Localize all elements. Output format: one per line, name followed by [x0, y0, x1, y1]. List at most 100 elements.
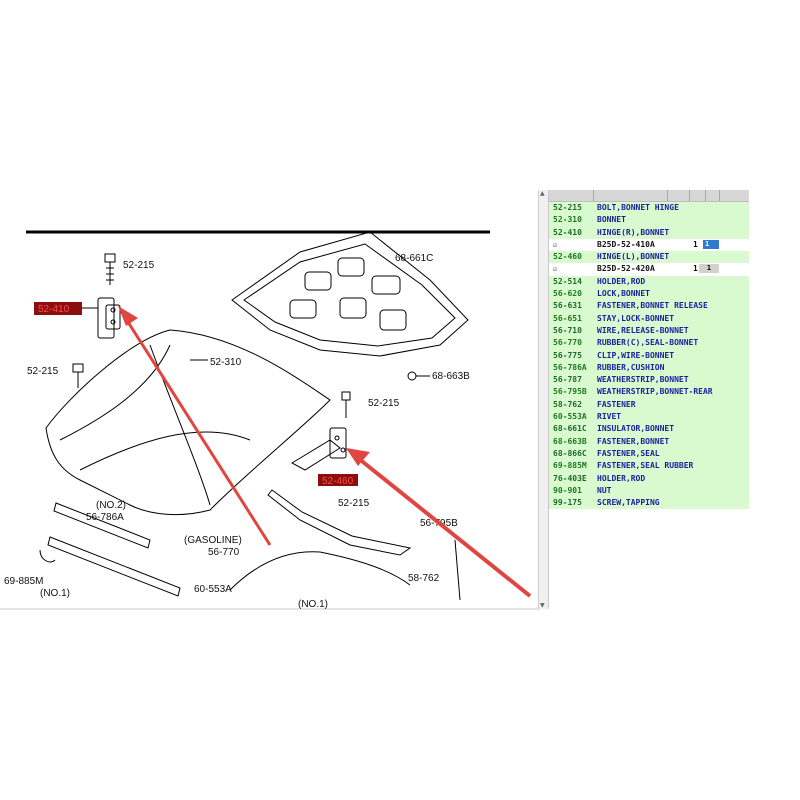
- callout-52-215-lower: 52-215: [338, 498, 370, 509]
- parts-row[interactable]: 60-553A RIVET: [549, 411, 749, 424]
- part-quantity: 1: [693, 239, 698, 249]
- parts-list-header: [549, 190, 749, 202]
- part-description: WEATHERSTRIP,BONNET: [597, 375, 689, 385]
- part-description: INSULATOR,BONNET: [597, 424, 675, 434]
- callout-52-460: 52-460: [322, 476, 354, 487]
- part-description: HINGE(L),BONNET: [597, 252, 670, 262]
- part-code: 60-553A: [553, 412, 587, 422]
- parts-list-scrollbar[interactable]: ▲ ▼: [538, 190, 549, 609]
- parts-row[interactable]: 68-661C INSULATOR,BONNET: [549, 423, 749, 436]
- callout-52-410-highlight: [34, 302, 82, 315]
- parts-row[interactable]: 69-885M FASTENER,SEAL RUBBER: [549, 460, 749, 473]
- part-code: 56-770: [553, 338, 582, 348]
- weatherstrip-rear: [229, 489, 461, 601]
- scroll-down-icon[interactable]: ▼: [540, 602, 545, 609]
- part-description: LOCK,BONNET: [597, 289, 650, 299]
- part-code: 68-663B: [553, 436, 587, 446]
- part-code: 90-901: [553, 485, 582, 495]
- callouts: 52-215 52-410 52-215 52-310 68-661C 68-6…: [4, 253, 470, 610]
- part-description: FASTENER: [597, 399, 636, 409]
- hinge-left: [290, 391, 351, 471]
- callout-52-215-top: 52-215: [123, 260, 155, 271]
- part-code: 68-661C: [553, 424, 587, 434]
- parts-row[interactable]: 56-795B WEATHERSTRIP,BONNET-REAR: [549, 386, 749, 399]
- parts-row[interactable]: 68-663B FASTENER,BONNET: [549, 435, 749, 448]
- parts-row[interactable]: 52-514 HOLDER,ROD: [549, 275, 749, 289]
- parts-row[interactable]: 76-403E HOLDER,ROD: [549, 472, 749, 485]
- callout-52-460-highlight: [318, 474, 358, 486]
- callout-no1b: (NO.1): [298, 599, 328, 610]
- callout-60-553A: 60-553A: [194, 584, 232, 595]
- callout-no2: (NO.2): [96, 500, 126, 511]
- part-description: NUT: [597, 485, 612, 495]
- part-description: FASTENER,SEAL RUBBER: [597, 461, 694, 471]
- part-code: 76-403E: [553, 473, 587, 483]
- part-description: WEATHERSTRIP,BONNET-REAR: [597, 387, 713, 397]
- part-number: B25D-52-420A: [597, 264, 655, 274]
- part-code: 52-215: [553, 203, 582, 212]
- part-code: 56-620: [553, 289, 582, 299]
- parts-row[interactable]: 56-710 WIRE,RELEASE-BONNET: [549, 324, 749, 338]
- part-description: CLIP,WIRE-BONNET: [597, 350, 675, 360]
- part-code: 52-310: [553, 215, 582, 225]
- part-description: RUBBER(C),SEAL-BONNET: [597, 338, 699, 348]
- insulator-pad: [231, 231, 469, 381]
- callout-52-215-right: 52-215: [368, 398, 400, 409]
- select-checkbox[interactable]: ☑: [553, 240, 558, 249]
- part-code: 56-795B: [553, 387, 587, 397]
- part-code: 56-775: [553, 350, 582, 360]
- part-code: 52-460: [553, 252, 582, 262]
- part-description: RIVET: [597, 412, 622, 422]
- part-description: BONNET: [597, 215, 626, 225]
- callout-68-663B: 68-663B: [432, 371, 470, 382]
- bonnet-panel: [45, 329, 331, 516]
- part-description: BOLT,BONNET HINGE: [597, 203, 679, 212]
- part-description: HOLDER,ROD: [597, 473, 646, 483]
- parts-row[interactable]: 56-620 LOCK,BONNET: [549, 288, 749, 301]
- parts-row[interactable]: 52-460 HINGE(L),BONNET: [549, 251, 749, 264]
- order-quantity-field[interactable]: 1: [703, 239, 719, 249]
- bolt-left: [72, 363, 84, 388]
- part-code: 56-786A: [553, 362, 587, 372]
- scroll-up-icon[interactable]: ▲: [540, 190, 545, 197]
- part-description: SCREW,TAPPING: [597, 498, 660, 508]
- order-quantity-field[interactable]: 1: [699, 264, 719, 274]
- parts-row[interactable]: 56-786A RUBBER,CUSHION: [549, 361, 749, 375]
- hinge-right: [97, 297, 121, 339]
- callout-52-215-left: 52-215: [27, 366, 59, 377]
- part-description: FASTENER,BONNET RELEASE: [597, 301, 708, 311]
- bolt-top: [104, 253, 116, 285]
- part-code: 69-885M: [553, 461, 587, 471]
- parts-row[interactable]: 90-901 NUT: [549, 484, 749, 498]
- part-code: 56-651: [553, 313, 582, 323]
- part-description: WIRE,RELEASE-BONNET: [597, 325, 689, 335]
- select-checkbox[interactable]: ☑: [553, 265, 558, 274]
- parts-row[interactable]: 56-775 CLIP,WIRE-BONNET: [549, 349, 749, 362]
- part-description: FASTENER,BONNET: [597, 436, 670, 446]
- parts-row[interactable]: 56-770 RUBBER(C),SEAL-BONNET: [549, 337, 749, 350]
- parts-row[interactable]: 56-651 STAY,LOCK-BONNET: [549, 312, 749, 325]
- parts-row[interactable]: 52-215 BOLT,BONNET HINGE: [549, 202, 749, 215]
- parts-row[interactable]: 52-310 BONNET: [549, 214, 749, 227]
- callout-gasoline: (GASOLINE): [184, 535, 242, 546]
- callout-56-770: 56-770: [208, 547, 240, 558]
- callout-52-410: 52-410: [38, 304, 70, 315]
- part-description: RUBBER,CUSHION: [597, 362, 665, 372]
- part-description: FASTENER,SEAL: [597, 448, 660, 458]
- part-code: 52-514: [553, 276, 582, 286]
- part-description: STAY,LOCK-BONNET: [597, 313, 675, 323]
- part-code: 56-710: [553, 325, 582, 335]
- part-description: HOLDER,ROD: [597, 276, 646, 286]
- part-code: 56-787: [553, 375, 582, 385]
- part-code: 52-410: [553, 227, 582, 237]
- parts-row[interactable]: 56-787 WEATHERSTRIP,BONNET: [549, 374, 749, 387]
